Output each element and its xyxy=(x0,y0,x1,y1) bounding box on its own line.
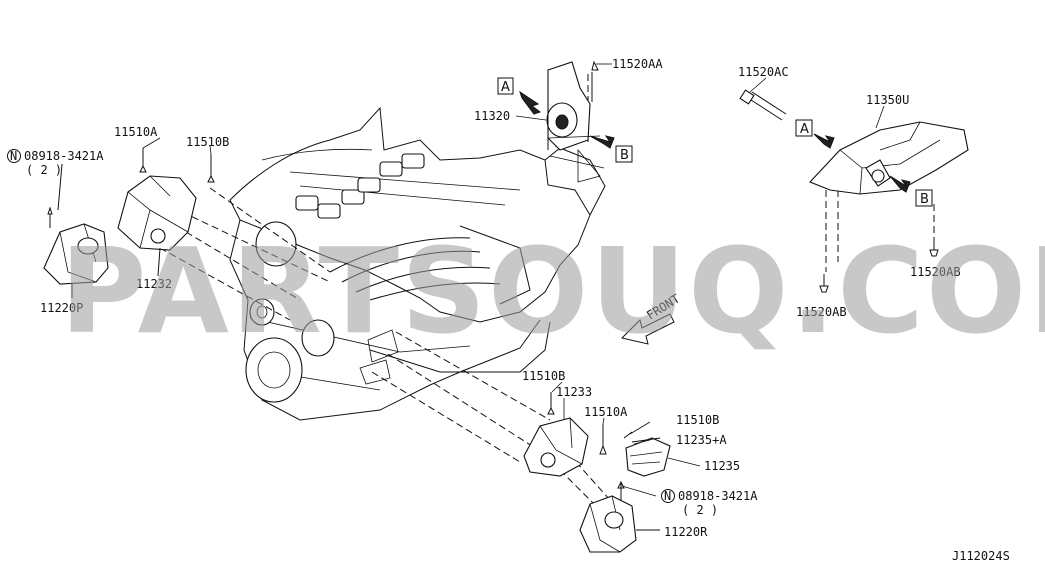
upper-pulley xyxy=(255,221,297,267)
heat-shield-11235 xyxy=(623,431,671,477)
nut-callout-bottom: N 08918-3421A ( 2 ) xyxy=(661,489,758,517)
nut-callout-top: N 08918-3421A ( 2 ) xyxy=(7,149,104,177)
view-arrow-a-right xyxy=(795,119,835,149)
idler-pulley xyxy=(249,298,275,326)
n-circle-icon xyxy=(7,149,21,163)
view-arrow-a-top xyxy=(497,77,542,115)
mount-11320 xyxy=(546,60,605,183)
label-11510A-mid: 11510A xyxy=(584,405,628,419)
view-ref-a-top: A xyxy=(501,80,510,95)
label-nut-top: 08918-3421A xyxy=(24,149,104,163)
crank-pulley xyxy=(245,337,303,403)
mount-11220R xyxy=(579,480,660,553)
view-arrow-b-top xyxy=(589,135,633,163)
label-11520AB-left: 11520AB xyxy=(796,305,847,319)
mount-11220P xyxy=(43,163,109,298)
tensioner-pulley xyxy=(301,319,335,357)
label-11220P: 11220P xyxy=(40,301,83,315)
label-11520AA: 11520AA xyxy=(612,57,663,71)
bracket-11232 xyxy=(117,148,215,277)
label-11235: 11235 xyxy=(704,459,740,473)
label-nut-bottom-qty: ( 2 ) xyxy=(682,503,718,517)
leader-lines xyxy=(61,63,885,497)
diagram-code: J112024S xyxy=(952,549,1010,563)
label-11510B-mid: 11510B xyxy=(522,369,565,383)
svg-text:N: N xyxy=(10,149,17,163)
label-11232: 11232 xyxy=(136,277,172,291)
engine-assembly xyxy=(229,106,606,421)
view-ref-b-right: B xyxy=(920,192,929,207)
label-11520AB-right: 11520AB xyxy=(910,265,961,279)
label-11350U: 11350U xyxy=(866,93,909,107)
bracket-11233 xyxy=(523,392,607,477)
label-11510A-top: 11510A xyxy=(114,125,158,139)
n-circle-icon xyxy=(661,489,675,503)
assembly-lines xyxy=(159,74,935,511)
view-arrow-b-right xyxy=(889,175,933,207)
label-11510B-top: 11510B xyxy=(186,135,229,149)
label-11220R: 11220R xyxy=(664,525,708,539)
part-labels: 11520AA 11320 11520AC 11350U 11520AB 115… xyxy=(7,57,961,539)
label-11320: 11320 xyxy=(474,109,510,123)
label-nut-bottom: 08918-3421A xyxy=(678,489,758,503)
watermark: PARTSOUQ.COM xyxy=(60,222,1045,360)
label-11235A: 11235+A xyxy=(676,433,727,447)
svg-text:N: N xyxy=(664,489,671,503)
label-11520AC: 11520AC xyxy=(738,65,789,79)
label-nut-top-qty: ( 2 ) xyxy=(26,163,62,177)
label-11233: 11233 xyxy=(556,385,592,399)
ignition-coils xyxy=(295,153,425,219)
mount-11350U xyxy=(739,89,969,293)
view-ref-b-top: B xyxy=(620,148,629,163)
label-11510B-right: 11510B xyxy=(676,413,719,427)
view-ref-a-right: A xyxy=(800,122,809,137)
